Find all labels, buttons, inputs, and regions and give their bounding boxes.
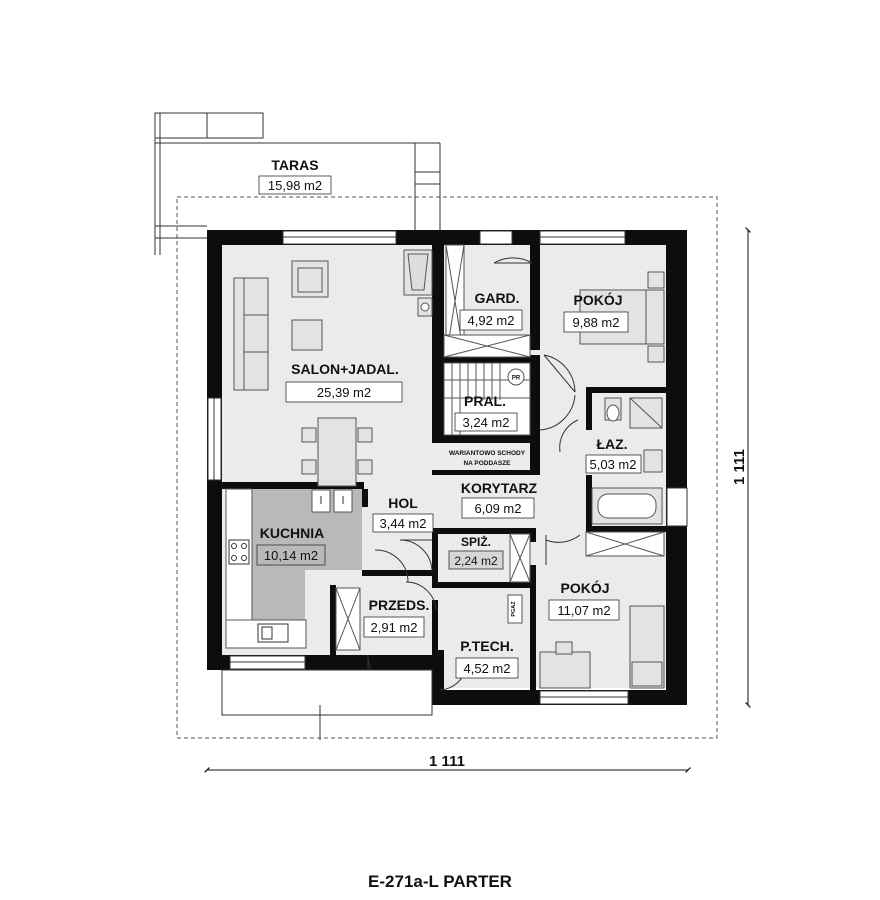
- salon-furniture: [233, 249, 433, 487]
- room-name: POKÓJ: [573, 291, 622, 308]
- terrace: [154, 112, 441, 255]
- room-spiz: SPIŻ. 2,24 m2: [448, 534, 504, 570]
- kitchen-fixtures: [225, 488, 353, 649]
- room-area: 4,92 m2: [468, 313, 515, 328]
- room-name: HOL: [388, 495, 418, 511]
- pokoj-2-furniture: [539, 531, 665, 689]
- room-area: 11,07 m2: [557, 603, 610, 618]
- room-name: KUCHNIA: [260, 525, 325, 541]
- room-name: PRZEDS.: [369, 597, 430, 613]
- room-korytarz: KORYTARZ 6,09 m2: [461, 480, 538, 519]
- dimension-vertical: 1 111: [731, 227, 751, 708]
- pr-label: PR: [512, 376, 521, 382]
- room-area: 10,14 m2: [264, 548, 318, 563]
- stairs-note-line-1: WARIANTOWO SCHODY: [449, 450, 526, 457]
- doors: [367, 257, 581, 691]
- room-przeds: PRZEDS. 2,91 m2: [363, 597, 430, 638]
- room-area: 25,39 m2: [317, 385, 371, 400]
- windows: [207, 230, 688, 705]
- room-area: 4,52 m2: [464, 661, 511, 676]
- room-area: 2,24 m2: [454, 554, 498, 568]
- room-name: POKÓJ: [560, 579, 609, 596]
- stairs-note-line-2: NA PODDASZE: [463, 460, 511, 467]
- room-area: 9,88 m2: [573, 315, 620, 330]
- room-ptech: P.TECH. 4,52 m2: [455, 638, 519, 679]
- room-name: PRAL.: [464, 393, 506, 409]
- room-gard: GARD. 4,92 m2: [459, 290, 523, 331]
- room-name: KORYTARZ: [461, 480, 538, 496]
- pantry-shelf: [509, 533, 531, 583]
- hall-wardrobe: [335, 587, 361, 651]
- entrance: [221, 669, 433, 740]
- room-area: 5,03 m2: [590, 457, 637, 472]
- room-taras: TARAS 15,98 m2: [258, 157, 332, 195]
- roof-outline: [176, 196, 718, 739]
- pgaz-label: PGAZ: [511, 601, 517, 617]
- room-pral: PRAL. 3,24 m2: [454, 393, 518, 432]
- interior-walls: [222, 245, 666, 690]
- stairs-note: WARIANTOWO SCHODY NA PODDASZE: [449, 450, 526, 467]
- room-pokoj-2: POKÓJ 11,07 m2: [548, 579, 620, 621]
- room-area: 3,24 m2: [463, 415, 510, 430]
- room-name: SPIŻ.: [461, 534, 491, 549]
- room-area: 6,09 m2: [475, 501, 522, 516]
- room-laz: ŁAZ. 5,03 m2: [585, 436, 642, 474]
- room-name: P.TECH.: [460, 638, 513, 654]
- room-name: ŁAZ.: [596, 436, 627, 452]
- room-name: TARAS: [271, 157, 318, 173]
- dimension-horizontal-label: 1 111: [429, 753, 465, 770]
- room-name: SALON+JADAL.: [291, 361, 399, 377]
- room-area: 15,98 m2: [268, 178, 322, 193]
- dimension-vertical-label: 1 111: [731, 449, 748, 485]
- bathroom-fixtures: [591, 397, 663, 525]
- room-pokoj-1: POKÓJ 9,88 m2: [563, 291, 629, 333]
- gas-meter: [507, 594, 523, 624]
- room-hol: HOL 3,44 m2: [372, 495, 434, 533]
- dimension-horizontal: 1 111: [204, 753, 691, 773]
- drawing-title: E-271a-L PARTER: [368, 872, 512, 891]
- room-area: 3,44 m2: [380, 516, 427, 531]
- room-kuchnia: KUCHNIA 10,14 m2: [256, 525, 326, 566]
- room-salon: SALON+JADAL. 25,39 m2: [285, 361, 403, 403]
- room-name: GARD.: [474, 290, 519, 306]
- room-area: 2,91 m2: [371, 620, 418, 635]
- wardrobe: [443, 244, 531, 358]
